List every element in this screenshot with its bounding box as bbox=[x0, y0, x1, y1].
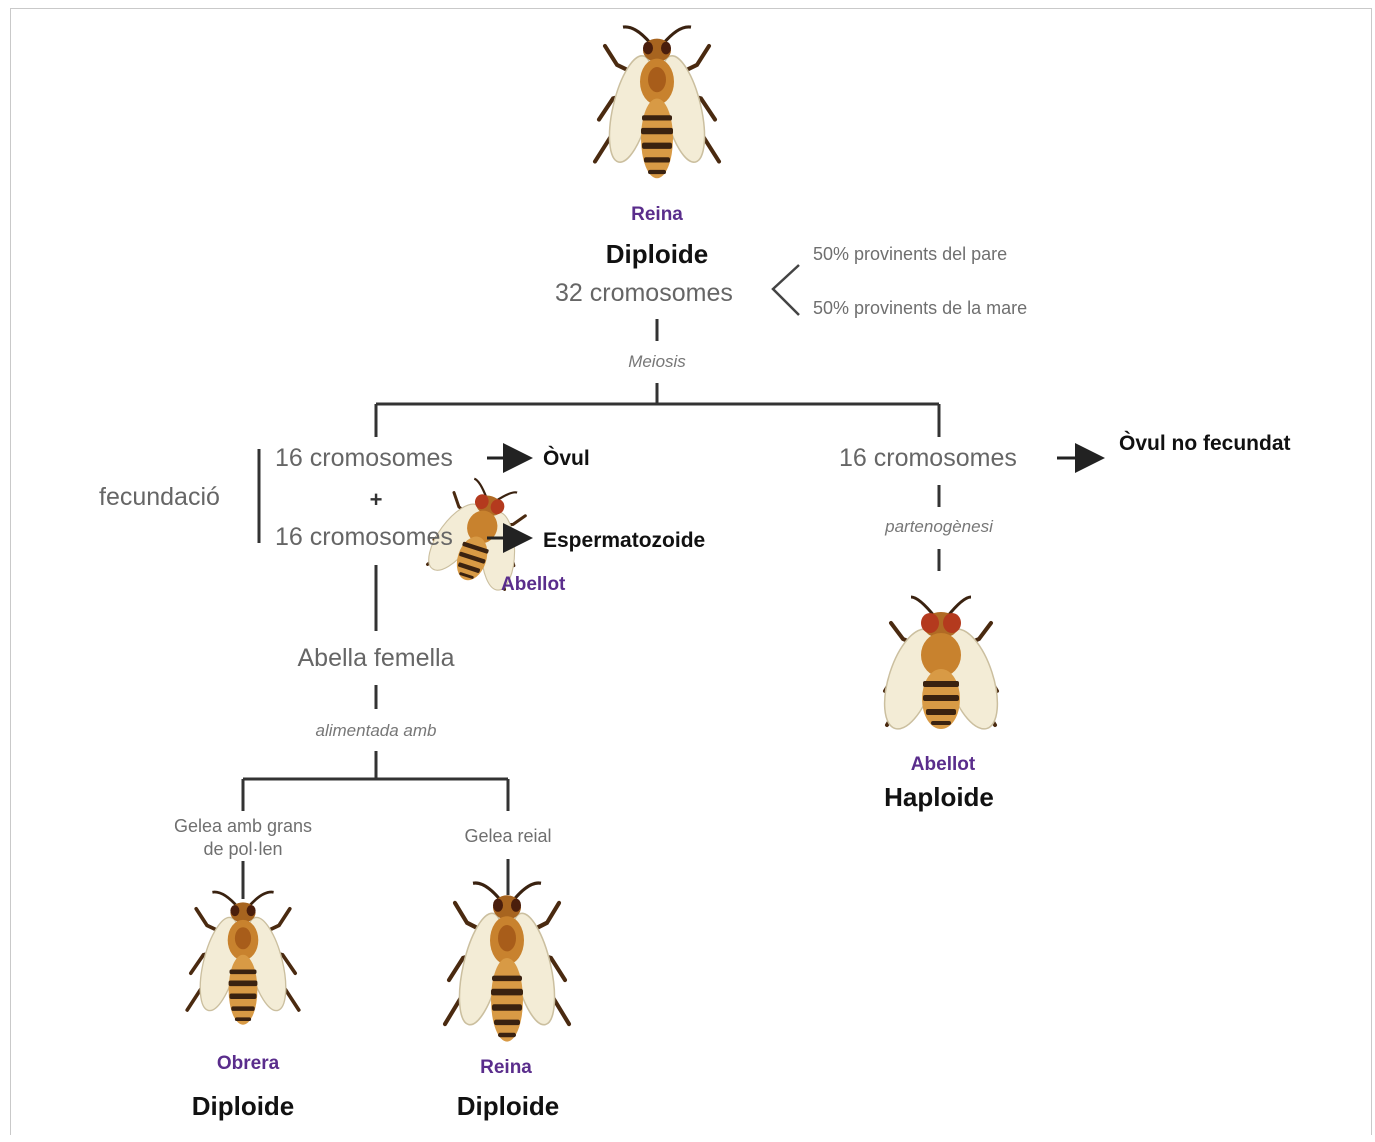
queen-bee-icon bbox=[595, 27, 719, 178]
queen-caption: Reina bbox=[631, 204, 683, 225]
female-bee-label: Abella femella bbox=[297, 644, 455, 672]
queen-chromosomes: 32 cromosomes bbox=[555, 279, 733, 307]
worker-bee-icon bbox=[185, 890, 301, 1027]
right-chromosomes: 16 cromosomes bbox=[839, 444, 1017, 472]
fed-with-label: alimentada amb bbox=[315, 721, 437, 740]
egg-chromosomes: 16 cromosomes bbox=[275, 444, 453, 472]
origin-bracket bbox=[771, 264, 800, 316]
meiosis-label: Meiosis bbox=[628, 352, 686, 371]
drone-bee-icon bbox=[872, 595, 1010, 738]
worker-food-label: Gelea amb grans de pol·len bbox=[173, 816, 313, 860]
royal-queen-ploidy: Diploide bbox=[456, 1091, 560, 1121]
drone-caption-small: Abellot bbox=[501, 574, 566, 595]
plus-sign: + bbox=[369, 487, 383, 512]
sperm-chromosomes: 16 cromosomes bbox=[275, 523, 453, 551]
drone-ploidy: Haploide bbox=[884, 782, 994, 812]
worker-ploidy: Diploide bbox=[191, 1091, 295, 1121]
queen-ploidy: Diploide bbox=[605, 239, 709, 269]
diagram-frame: Reina Diploide 32 cromosomes 50% provine… bbox=[10, 8, 1372, 1135]
tree-lines bbox=[241, 319, 941, 899]
origin-mother: 50% provinents de la mare bbox=[813, 298, 1028, 318]
worker-caption: Obrera bbox=[216, 1053, 280, 1074]
queen-bee-icon bbox=[445, 883, 569, 1042]
royal-food-label: Gelea reial bbox=[464, 826, 552, 846]
royal-queen-caption: Reina bbox=[480, 1057, 532, 1078]
drone-caption: Abellot bbox=[910, 754, 976, 775]
unfertilized-egg-label: Òvul no fecundat bbox=[1119, 432, 1291, 455]
fertilization-label: fecundació bbox=[99, 483, 220, 511]
bee-reproduction-diagram bbox=[185, 9, 1105, 1135]
parthenogenesis-label: partenogènesi bbox=[885, 517, 993, 536]
egg-label: Òvul bbox=[543, 447, 590, 470]
origin-father: 50% provinents del pare bbox=[813, 244, 1008, 264]
sperm-label: Espermatozoide bbox=[543, 529, 706, 552]
